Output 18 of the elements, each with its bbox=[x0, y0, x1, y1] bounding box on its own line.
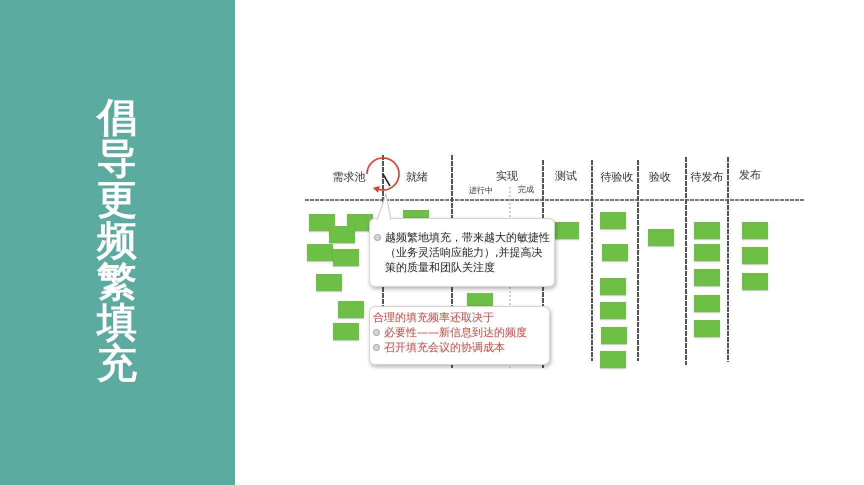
callout-text: 召开填充会议的协调成本 bbox=[384, 340, 506, 355]
callout-box bbox=[369, 218, 555, 287]
column-header: 待验收 bbox=[600, 170, 634, 184]
column-header: 需求池 bbox=[332, 170, 366, 184]
subcolumn-header: 完成 bbox=[518, 185, 534, 195]
column-header: 就绪 bbox=[406, 170, 428, 184]
callout-heading: 合理的填充频率还取决于 bbox=[373, 310, 495, 325]
column-header: 待发布 bbox=[690, 170, 724, 184]
column-header: 实现 bbox=[496, 169, 518, 183]
callout-text: 必要性——新信息到达的频度 bbox=[384, 325, 528, 340]
callout-text: 越频繁地填充，带来越大的敏捷性（业务灵活响应能力）,并提高决策的质量和团队关注度 bbox=[385, 230, 550, 275]
callout-pointer bbox=[376, 192, 392, 220]
column-header: 验收 bbox=[649, 170, 671, 184]
slide-title: 倡导更频繁填充 bbox=[96, 98, 138, 385]
column-header: 测试 bbox=[555, 169, 577, 183]
column-header: 发布 bbox=[739, 168, 761, 182]
callout-box bbox=[369, 306, 550, 365]
subcolumn-header: 进行中 bbox=[469, 186, 493, 196]
